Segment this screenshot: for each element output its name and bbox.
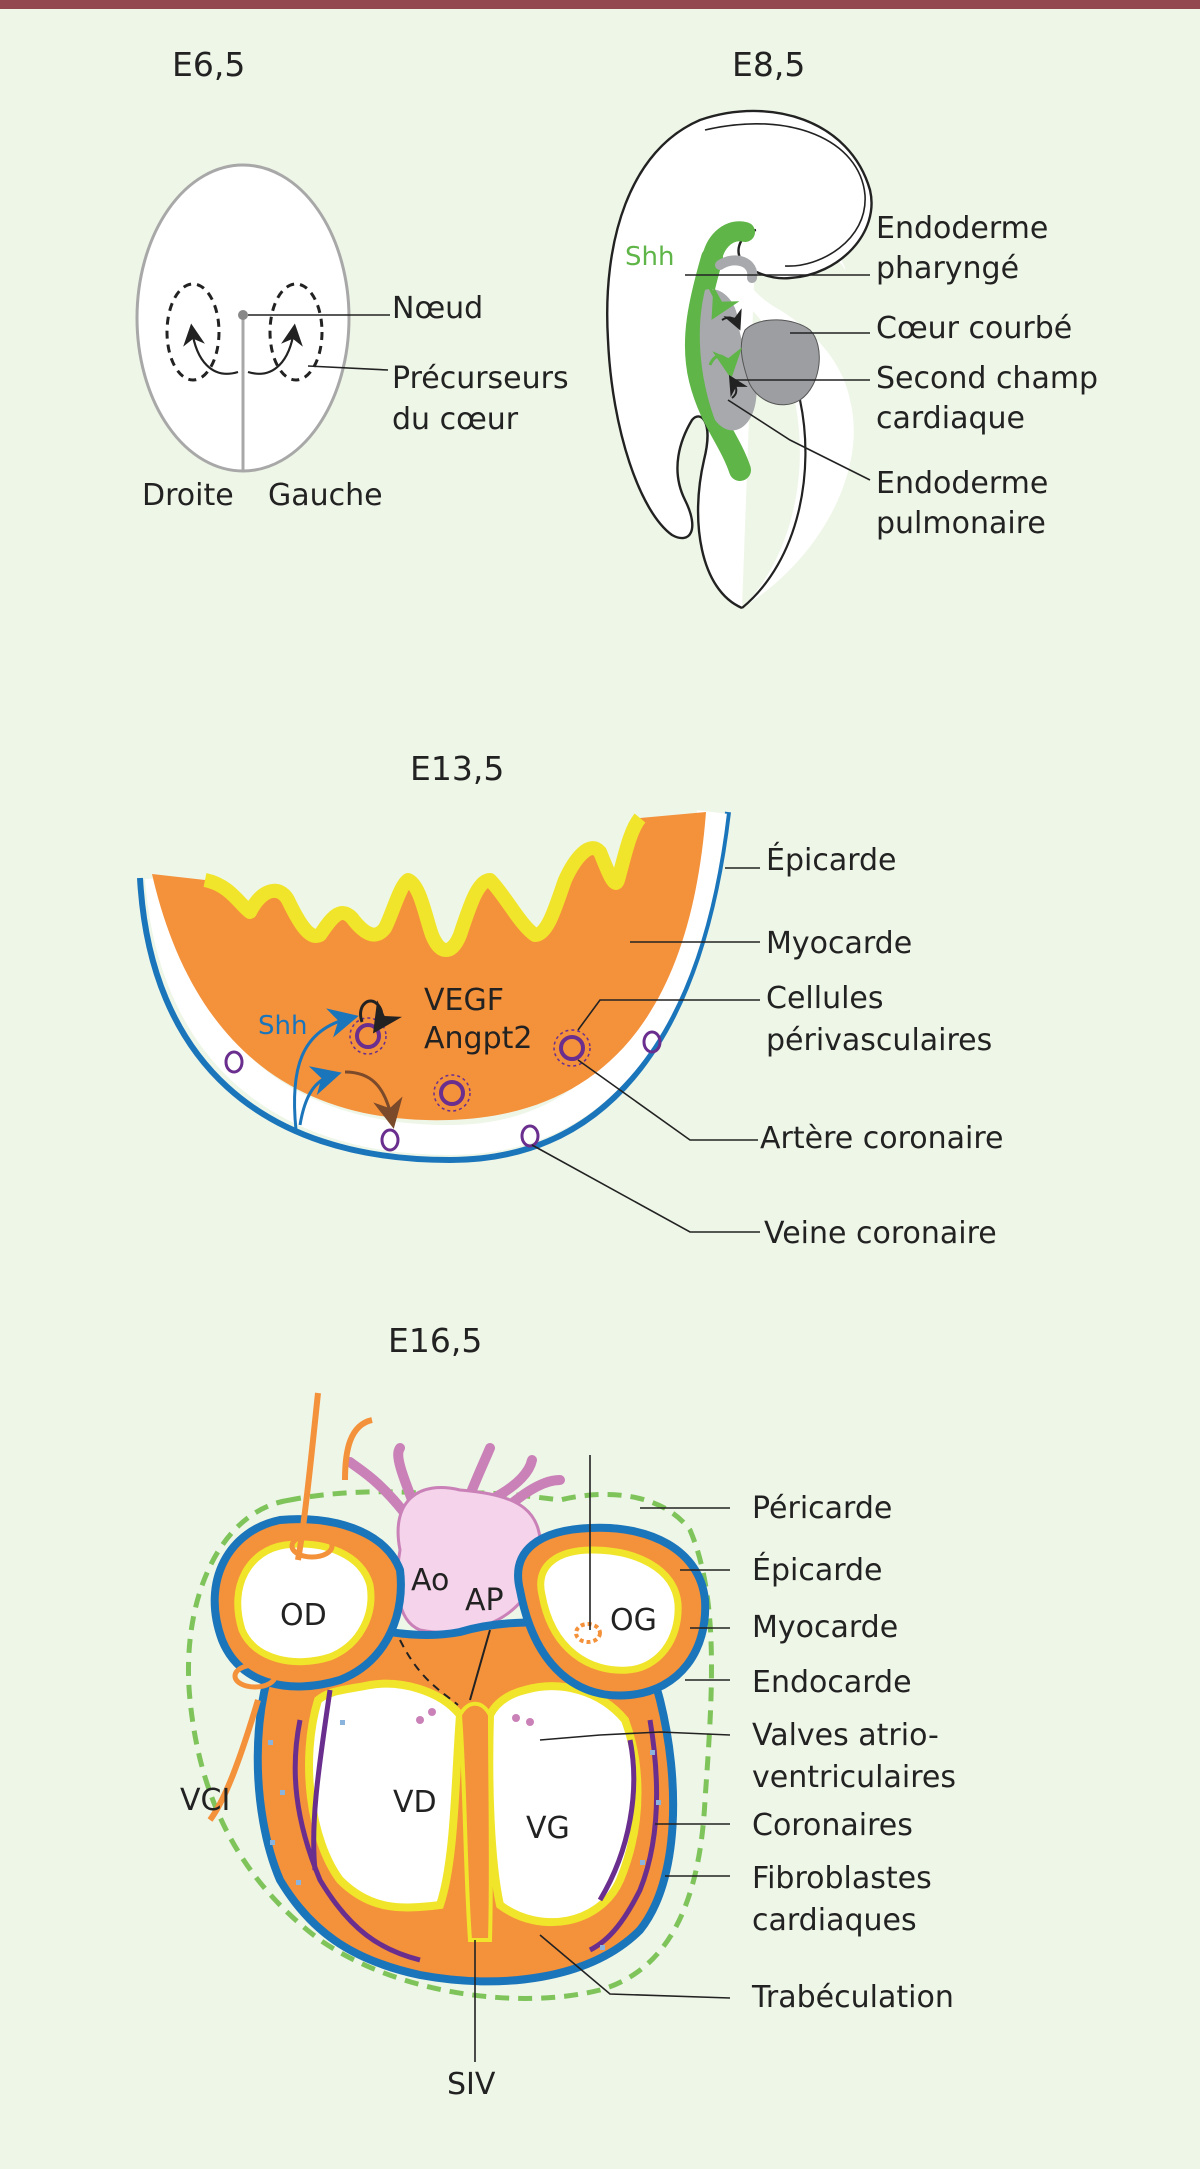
label-myocarde-e13: Myocarde	[766, 926, 912, 961]
label-veine-coronaire: Veine coronaire	[764, 1216, 997, 1251]
angiogenesis-arrow	[359, 999, 403, 1034]
label-endoderme-pharynge-2: pharyngé	[876, 251, 1019, 286]
label-coronaires: Coronaires	[752, 1808, 913, 1843]
panel-e6-5: E6,5 Nœud Précurseurs du cœur Droite Gau…	[135, 45, 569, 513]
label-epicarde-e13: Épicarde	[766, 842, 897, 878]
vein-dot-3	[520, 1124, 540, 1148]
label-vd: VD	[393, 1785, 437, 1820]
valve-dots	[416, 1708, 534, 1726]
label-second-champ-2: cardiaque	[876, 401, 1025, 436]
shh-arrow-2	[298, 1066, 342, 1126]
looped-heart	[740, 319, 820, 406]
label-artere-coronaire: Artère coronaire	[760, 1121, 1004, 1156]
heart-precursor-right	[165, 282, 221, 382]
label-fibroblastes-2: cardiaques	[752, 1903, 917, 1938]
label-endocarde: Endocarde	[752, 1665, 912, 1700]
cavity-vg	[485, 1682, 642, 1927]
label-second-champ-1: Second champ	[876, 361, 1098, 396]
stage-label-e6-5: E6,5	[172, 45, 245, 84]
label-shh-e13-5: Shh	[258, 1011, 307, 1041]
label-precurseurs-2: du cœur	[392, 402, 519, 437]
label-vci: VCI	[180, 1783, 230, 1818]
label-ap: AP	[465, 1583, 504, 1618]
vein-dot-4	[642, 1030, 662, 1054]
label-gauche: Gauche	[268, 478, 383, 513]
label-fibroblastes-1: Fibroblastes	[752, 1861, 932, 1896]
stage-label-e16-5: E16,5	[388, 1321, 482, 1360]
stage-label-e13-5: E13,5	[410, 749, 504, 788]
label-myocarde-e16: Myocarde	[752, 1610, 898, 1645]
label-angpt2: Angpt2	[424, 1021, 532, 1056]
artery-3	[559, 1035, 585, 1061]
endocardium-edge	[203, 813, 646, 957]
label-endoderme-pulmonaire-1: Endoderme	[876, 466, 1048, 501]
top-accent-bar	[0, 0, 1200, 9]
vein-dot-2	[380, 1128, 400, 1152]
label-pericarde: Péricarde	[752, 1491, 892, 1526]
migration-arrow-brown	[344, 1070, 403, 1129]
stage-label-e8-5: E8,5	[732, 45, 805, 84]
vein-dot-1	[224, 1050, 244, 1074]
migration-arrow-left	[247, 323, 303, 375]
fibroblast-dots	[268, 1720, 661, 1950]
label-cellules-2: périvasculaires	[766, 1023, 992, 1058]
head-fold-line	[704, 123, 866, 267]
label-endoderme-pharynge-1: Endoderme	[876, 211, 1048, 246]
label-vegf: VEGF	[424, 983, 504, 1018]
panel-e16-5: E16,5	[180, 1321, 956, 2102]
label-trabeculation: Trabéculation	[751, 1980, 954, 2015]
label-precurseurs-1: Précurseurs	[392, 361, 569, 396]
migration-arrow-right	[183, 323, 239, 375]
node-dot	[238, 310, 248, 320]
label-shh-e8-5: Shh	[625, 242, 674, 272]
heart-precursor-left	[268, 282, 324, 382]
cavity-vd	[305, 1679, 465, 1912]
label-droite: Droite	[142, 478, 234, 513]
label-coeur-courbe: Cœur courbé	[876, 311, 1072, 346]
label-endoderme-pulmonaire-2: pulmonaire	[876, 506, 1046, 541]
label-cellules-1: Cellules	[766, 981, 884, 1016]
coronary-vessels	[292, 1689, 421, 1963]
panel-e8-5: E8,5 Shh Endoderme pharyngé Cœur courbé …	[606, 45, 1098, 610]
label-og: OG	[610, 1603, 657, 1638]
label-vg: VG	[526, 1811, 570, 1846]
septum	[457, 1701, 493, 1942]
label-valves-1: Valves atrio-	[752, 1718, 939, 1753]
epicardium-layer	[137, 811, 731, 1164]
shh-endoderm-band	[684, 247, 751, 481]
label-valves-2: ventriculaires	[752, 1760, 956, 1795]
label-noeud: Nœud	[392, 291, 483, 326]
label-siv: SIV	[447, 2067, 496, 2102]
label-epicarde-e16: Épicarde	[752, 1552, 883, 1588]
panel-e13-5: E13,5 Shh VEGF Angpt2 Épicarde Myoc	[137, 749, 1004, 1251]
label-ao: Ao	[411, 1563, 449, 1598]
shh-arrow-1	[292, 1008, 359, 1131]
label-od: OD	[280, 1598, 327, 1633]
artery-2	[439, 1080, 465, 1106]
